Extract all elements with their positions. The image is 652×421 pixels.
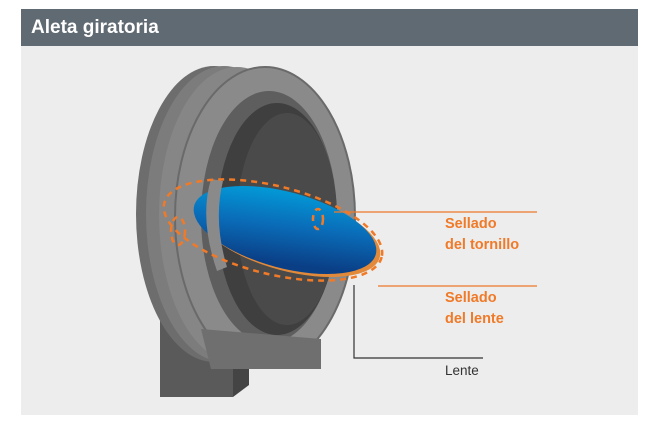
figure-title: Aleta giratoria <box>31 17 159 38</box>
screw-seal-marker-left <box>169 215 187 247</box>
figure-header: Aleta giratoria <box>21 9 638 46</box>
screw-seal-marker-right <box>311 207 325 231</box>
lens-label: Lente <box>445 363 479 378</box>
ring-frame <box>136 66 356 369</box>
screw-seal-label-line2: del tornillo <box>445 237 520 253</box>
leader-lines <box>334 211 537 359</box>
lens-seal-label-line1: Sellado <box>445 290 497 306</box>
lens-seal-label-line2: del lente <box>445 311 504 327</box>
lens-vane <box>193 179 381 278</box>
lens-leader <box>353 285 483 359</box>
lens-seal-label: Sellado del lente <box>445 288 504 330</box>
screw-seal-label: Sellado del tornillo <box>445 214 519 256</box>
figure-panel: Aleta giratoria <box>21 9 638 415</box>
screw-seal-label-line1: Sellado <box>445 216 497 232</box>
rotating-vane-diagram <box>136 66 537 397</box>
